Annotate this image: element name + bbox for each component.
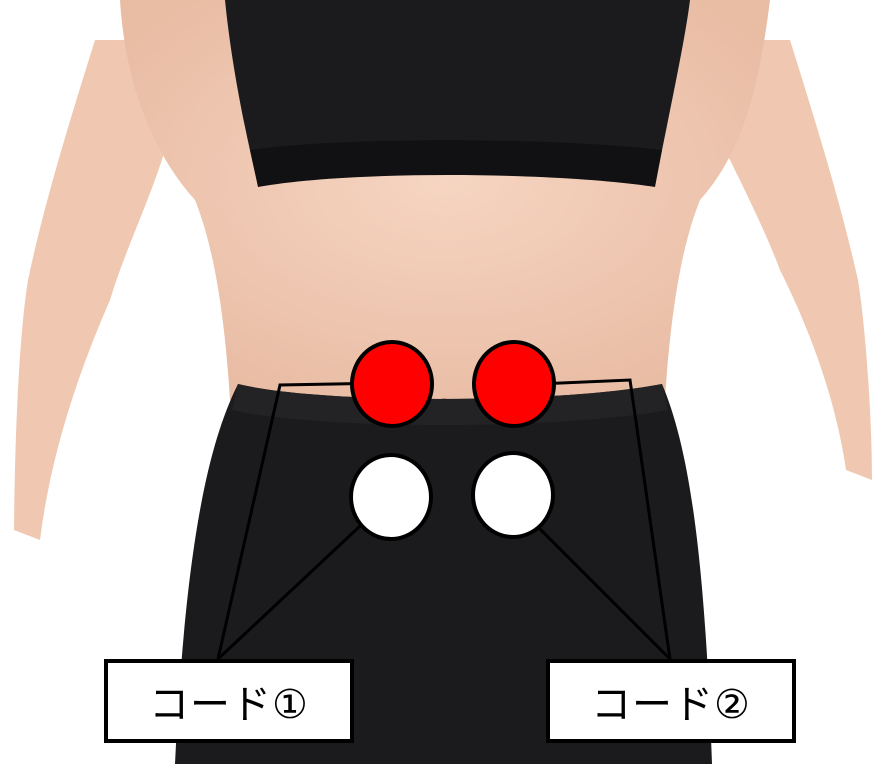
cord-1-label: コード①	[104, 659, 354, 743]
electrode-white-right	[473, 453, 553, 537]
electrode-white-left	[351, 455, 431, 539]
electrode-red-right	[474, 342, 554, 426]
electrode-red-left	[352, 342, 432, 426]
cord-2-label: コード②	[546, 659, 796, 743]
